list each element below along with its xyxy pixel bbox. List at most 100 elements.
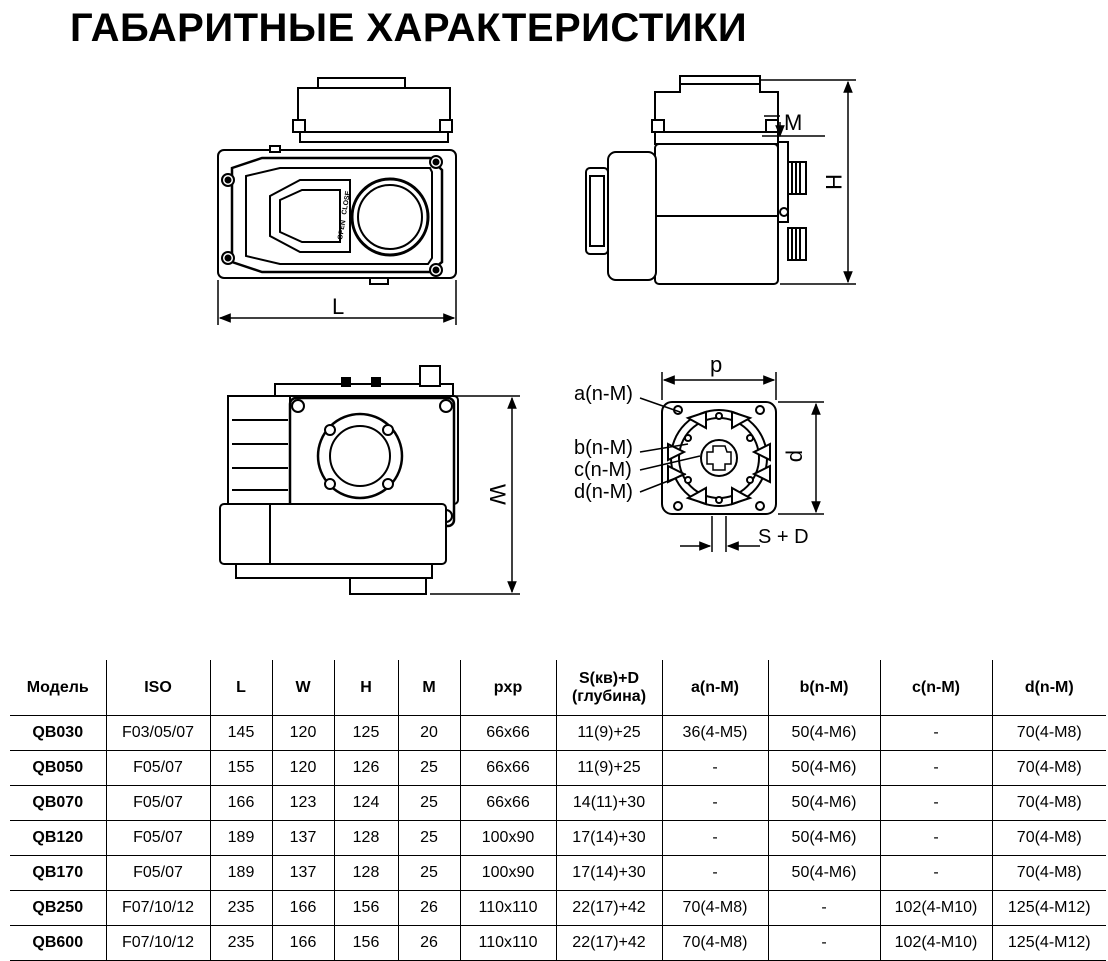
cell-s-d: 22(17)+42 — [555, 890, 662, 926]
cell-s-d: 14(11)+30 — [555, 785, 662, 821]
table-row: QB070 F05/07 166 123 124 25 66x66 14(11)… — [10, 785, 1106, 821]
cell-b: 50(4-M6) — [767, 715, 880, 751]
cell-iso: F07/10/12 — [105, 890, 210, 926]
cell-b: 50(4-M6) — [767, 785, 880, 821]
dimensions-table: Модель ISO L W H M pxp S(кв)+D(глубина) … — [10, 660, 1106, 961]
cell-model: QB050 — [10, 750, 106, 786]
cell-l: 166 — [209, 785, 272, 821]
cell-iso: F03/05/07 — [105, 715, 210, 751]
cell-c: - — [879, 855, 992, 891]
page-title: ГАБАРИТНЫЕ ХАРАКТЕРИСТИКИ — [70, 6, 748, 50]
cell-a: 70(4-M8) — [661, 890, 768, 926]
header-l: L — [209, 660, 272, 716]
cell-d: 125(4-M12) — [991, 890, 1106, 926]
table-row: QB030 F03/05/07 145 120 125 20 66x66 11(… — [10, 715, 1106, 751]
cell-b: 50(4-M6) — [767, 750, 880, 786]
cell-l: 155 — [209, 750, 272, 786]
cell-d: 70(4-M8) — [991, 750, 1106, 786]
cell-d: 70(4-M8) — [991, 715, 1106, 751]
dimension-drawings: OPEN CLOSE L M H — [217, 75, 856, 595]
cell-model: QB600 — [10, 925, 106, 961]
cell-iso: F05/07 — [105, 820, 210, 856]
dimension-h — [760, 79, 856, 285]
flange-label-b: b(n-M) — [574, 437, 633, 459]
cell-l: 189 — [209, 855, 272, 891]
cell-l: 145 — [209, 715, 272, 751]
table-row: QB120 F05/07 189 137 128 25 100x90 17(14… — [10, 820, 1106, 856]
flange-view — [661, 401, 777, 515]
header-h: H — [333, 660, 398, 716]
flange-label-a: a(n-M) — [574, 383, 633, 405]
cell-c: 102(4-M10) — [879, 890, 992, 926]
cell-c: - — [879, 785, 992, 821]
header-s-d: S(кв)+D(глубина) — [555, 660, 662, 716]
cell-pxp: 100x90 — [459, 820, 556, 856]
dimension-l — [217, 280, 457, 325]
cell-b: - — [767, 925, 880, 961]
cell-d: 70(4-M8) — [991, 785, 1106, 821]
cell-s-d: 17(14)+30 — [555, 855, 662, 891]
cell-b: 50(4-M6) — [767, 820, 880, 856]
header-iso: ISO — [105, 660, 210, 716]
header-c: c(n-M) — [879, 660, 992, 716]
dimension-w-label: W — [485, 484, 510, 505]
cell-m: 26 — [397, 890, 460, 926]
cell-m: 26 — [397, 925, 460, 961]
cell-h: 124 — [333, 785, 398, 821]
header-b: b(n-M) — [767, 660, 880, 716]
cell-model: QB120 — [10, 820, 106, 856]
cell-b: - — [767, 890, 880, 926]
cell-a: - — [661, 785, 768, 821]
cell-s-d: 11(9)+25 — [555, 750, 662, 786]
dimension-m-label: M — [784, 110, 802, 135]
cell-c: - — [879, 820, 992, 856]
dimension-h-label: H — [821, 174, 846, 190]
cell-pxp: 66x66 — [459, 785, 556, 821]
side-view — [585, 75, 807, 285]
header-s-d-line1: S(кв)+D — [578, 669, 640, 687]
cell-pxp: 110x110 — [459, 890, 556, 926]
cell-a: - — [661, 855, 768, 891]
cell-h: 128 — [333, 855, 398, 891]
cell-l: 189 — [209, 820, 272, 856]
cell-d: 70(4-M8) — [991, 820, 1106, 856]
header-m: M — [397, 660, 460, 716]
cell-s-d: 11(9)+25 — [555, 715, 662, 751]
front-dial-labels: OPEN CLOSE — [337, 190, 352, 240]
cell-b: 50(4-M6) — [767, 855, 880, 891]
cell-model: QB030 — [10, 715, 106, 751]
cell-h: 156 — [333, 890, 398, 926]
header-model: Модель — [10, 660, 106, 716]
flange-dim-p-side: p — [785, 450, 810, 462]
header-a: a(n-M) — [661, 660, 768, 716]
dimension-m — [762, 115, 825, 140]
table-header-row: Модель ISO L W H M pxp S(кв)+D(глубина) … — [10, 660, 1106, 716]
cell-pxp: 100x90 — [459, 855, 556, 891]
table-row: QB170 F05/07 189 137 128 25 100x90 17(14… — [10, 855, 1106, 891]
cell-pxp: 110x110 — [459, 925, 556, 961]
cell-m: 25 — [397, 855, 460, 891]
cell-c: 102(4-M10) — [879, 925, 992, 961]
cell-h: 126 — [333, 750, 398, 786]
flange-dimensions — [639, 372, 824, 552]
cell-iso: F07/10/12 — [105, 925, 210, 961]
cell-a: - — [661, 750, 768, 786]
cell-m: 25 — [397, 785, 460, 821]
flange-label-c: c(n-M) — [574, 459, 632, 481]
dial-open-label: OPEN — [337, 220, 347, 241]
flange-label-sd: S + D — [758, 526, 809, 548]
cell-w: 137 — [271, 820, 334, 856]
flange-label-d: d(n-M) — [574, 481, 633, 503]
cell-d: 70(4-M8) — [991, 855, 1106, 891]
cell-a: 36(4-M5) — [661, 715, 768, 751]
cell-m: 25 — [397, 820, 460, 856]
table-row: QB250 F07/10/12 235 166 156 26 110x110 2… — [10, 890, 1106, 926]
cell-iso: F05/07 — [105, 750, 210, 786]
cell-w: 166 — [271, 890, 334, 926]
header-d: d(n-M) — [991, 660, 1106, 716]
header-s-d-line2: (глубина) — [571, 687, 647, 705]
cell-h: 125 — [333, 715, 398, 751]
dial-close-label: CLOSE — [341, 190, 352, 215]
cell-s-d: 22(17)+42 — [555, 925, 662, 961]
cell-d: 125(4-M12) — [991, 925, 1106, 961]
